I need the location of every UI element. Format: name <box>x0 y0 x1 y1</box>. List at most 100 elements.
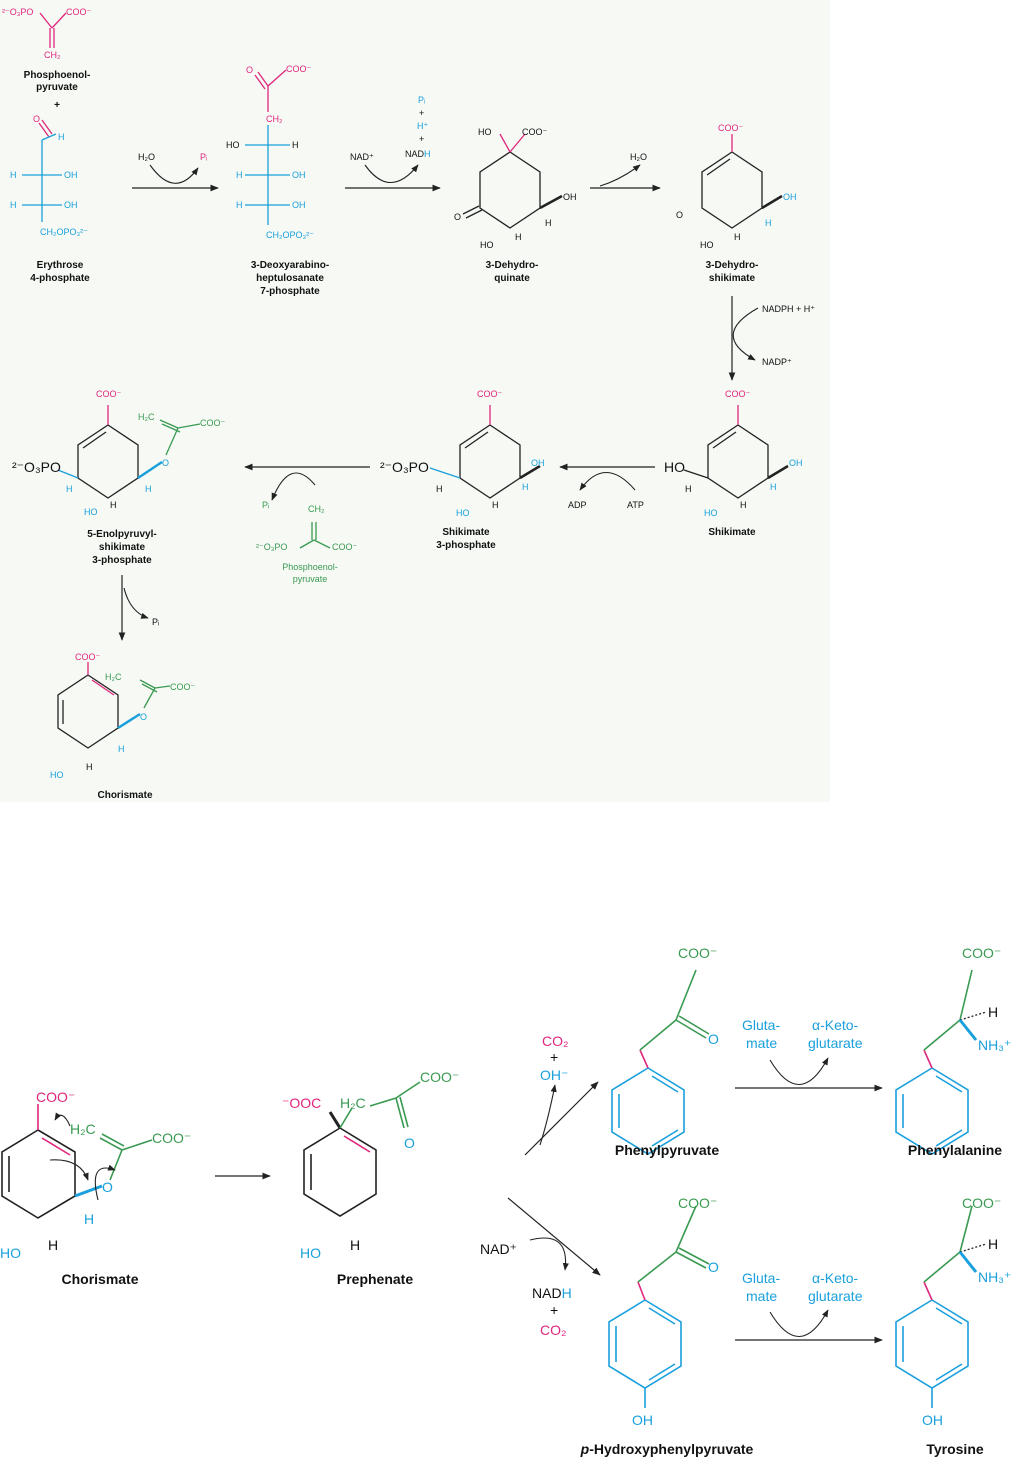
epsp-structure: COO⁻ H₂C COO⁻ ²⁻O₃PO O H HO H H <box>12 389 226 517</box>
e4p-structure: O H H OH H OH CH₂OPO₃²⁻ <box>10 114 88 237</box>
svg-text:²⁻O₃PO: ²⁻O₃PO <box>380 459 429 475</box>
svg-text:OH: OH <box>922 1412 943 1428</box>
svg-text:O: O <box>140 712 147 722</box>
svg-text:OH: OH <box>531 458 545 468</box>
svg-text:H: H <box>292 140 299 150</box>
svg-text:HO: HO <box>704 508 718 518</box>
svg-text:O: O <box>708 1259 719 1275</box>
svg-text:OH⁻: OH⁻ <box>540 1067 568 1083</box>
svg-text:shikimate: shikimate <box>99 542 146 553</box>
svg-text:COO⁻: COO⁻ <box>477 389 503 399</box>
svg-text:H₂C: H₂C <box>138 412 155 422</box>
svg-text:COO⁻: COO⁻ <box>75 652 101 662</box>
dehydroquinate-structure: HO COO⁻ OH H HO H O <box>454 127 577 250</box>
svg-text:H: H <box>84 1211 94 1227</box>
svg-text:COO⁻: COO⁻ <box>286 64 312 74</box>
prephenate-structure: ⁻OOC H₂C COO⁻ O HO H <box>282 1069 459 1261</box>
svg-text:HO: HO <box>478 127 492 137</box>
svg-text:OH: OH <box>292 200 306 210</box>
svg-text:O: O <box>33 114 40 124</box>
svg-text:H₂C: H₂C <box>105 672 122 682</box>
transamination-1-arrow: Gluta- mate α-Keto- glutarate <box>735 1017 883 1092</box>
svg-text:7-phosphate: 7-phosphate <box>260 286 320 297</box>
svg-text:NH₃⁺: NH₃⁺ <box>978 1037 1011 1053</box>
reaction-4-arrow: NADPH + H⁺ NADP⁺ <box>728 296 815 381</box>
svg-text:H: H <box>770 482 777 492</box>
shikimate-structure: COO⁻ HO H OH H HO H <box>664 389 803 518</box>
svg-text:O: O <box>708 1031 719 1047</box>
svg-text:HO: HO <box>456 508 470 518</box>
svg-text:glutarate: glutarate <box>808 1288 863 1304</box>
svg-text:3-phosphate: 3-phosphate <box>92 555 152 566</box>
svg-text:²⁻O₃PO: ²⁻O₃PO <box>256 542 287 552</box>
svg-text:HO: HO <box>664 459 685 475</box>
svg-text:H: H <box>145 484 152 494</box>
svg-text:H: H <box>66 484 73 494</box>
svg-text:shikimate: shikimate <box>709 273 756 284</box>
svg-text:HO: HO <box>50 770 64 780</box>
svg-text:COO⁻: COO⁻ <box>962 1195 1001 1211</box>
svg-text:COO⁻: COO⁻ <box>678 945 717 961</box>
pep-carboxylate: COO⁻ <box>66 7 92 17</box>
svg-text:²⁻O₃PO: ²⁻O₃PO <box>12 459 61 475</box>
svg-text:COO⁻: COO⁻ <box>678 1195 717 1211</box>
tyrosine-structure: COO⁻ H NH₃⁺ OH <box>895 1195 1011 1428</box>
hydroxyphenylpyruvate-structure: COO⁻ O OH <box>608 1195 719 1428</box>
chorismate-lower-structure: COO⁻ H₂C COO⁻ O H HO H <box>0 1089 191 1261</box>
svg-text:Pᵢ: Pᵢ <box>200 152 207 162</box>
dehydratase-arrow: CO₂ + OH⁻ <box>524 1033 599 1156</box>
pep-methylene: CH₂ <box>44 50 61 60</box>
reaction-3-arrow: H₂O <box>590 152 661 192</box>
svg-text:+: + <box>419 134 424 144</box>
reaction-7-arrow: Pᵢ <box>118 575 159 641</box>
svg-text:H: H <box>765 218 772 228</box>
svg-text:H: H <box>110 500 117 510</box>
svg-text:CH₂: CH₂ <box>266 114 283 124</box>
svg-text:NAD⁺: NAD⁺ <box>480 1241 517 1257</box>
dehydrogenase-arrow: NAD⁺ NADH + CO₂ <box>480 1197 601 1338</box>
svg-text:COO⁻: COO⁻ <box>332 542 358 552</box>
svg-text:O: O <box>454 212 461 222</box>
svg-text:Pᵢ: Pᵢ <box>152 617 159 627</box>
svg-text:HO: HO <box>480 240 494 250</box>
e4p-phosphate-tail: CH₂OPO₃²⁻ <box>40 227 88 237</box>
svg-text:H: H <box>545 218 552 228</box>
svg-text:NADH: NADH <box>405 149 431 159</box>
reaction-5-arrow: ADP ATP <box>559 463 655 510</box>
svg-text:OH: OH <box>292 170 306 180</box>
svg-text:OH: OH <box>64 170 78 180</box>
svg-text:H₂O: H₂O <box>138 152 155 162</box>
svg-text:α-Keto-: α-Keto- <box>812 1017 859 1033</box>
svg-text:OH: OH <box>64 200 78 210</box>
svg-text:3-Deoxyarabino-: 3-Deoxyarabino- <box>251 260 329 271</box>
svg-text:NADPH + H⁺: NADPH + H⁺ <box>762 304 815 314</box>
reaction-6-arrow: Pᵢ CH₂ ²⁻O₃PO COO⁻ Phosphoenol- pyruvate <box>244 463 370 584</box>
svg-text:H: H <box>988 1004 998 1020</box>
svg-text:H: H <box>734 232 741 242</box>
svg-text:CH₂: CH₂ <box>308 504 325 514</box>
svg-text:Prephenate: Prephenate <box>337 1271 413 1287</box>
pep-phosphate: ²⁻O₃PO <box>2 7 33 17</box>
dehydroshikimate-structure: COO⁻ OH H HO H O <box>676 123 797 250</box>
svg-text:Phenylalanine: Phenylalanine <box>908 1142 1002 1158</box>
svg-text:COO⁻: COO⁻ <box>420 1069 459 1085</box>
svg-text:mate: mate <box>746 1035 777 1051</box>
svg-text:H: H <box>10 200 17 210</box>
svg-text:H: H <box>685 484 692 494</box>
svg-text:H: H <box>10 170 17 180</box>
shikimate-3-phosphate-structure: COO⁻ ²⁻O₃PO H OH H HO H <box>380 389 545 518</box>
svg-text:α-Keto-: α-Keto- <box>812 1270 859 1286</box>
dahp-structure: O COO⁻ CH₂ HO H H OH H OH CH₂OPO₃²⁻ <box>226 64 314 240</box>
svg-text:COO⁻: COO⁻ <box>200 418 226 428</box>
svg-text:Gluta-: Gluta- <box>742 1270 780 1286</box>
svg-text:H: H <box>436 484 443 494</box>
pep-name-line1: Phosphoenol- <box>24 70 91 81</box>
svg-text:H₂C: H₂C <box>340 1095 366 1111</box>
svg-text:COO⁻: COO⁻ <box>170 682 196 692</box>
svg-text:+: + <box>550 1049 558 1065</box>
svg-text:OH: OH <box>563 192 577 202</box>
svg-text:Phenylpyruvate: Phenylpyruvate <box>615 1142 719 1158</box>
svg-text:Pᵢ: Pᵢ <box>418 95 425 105</box>
svg-text:HO: HO <box>700 240 714 250</box>
